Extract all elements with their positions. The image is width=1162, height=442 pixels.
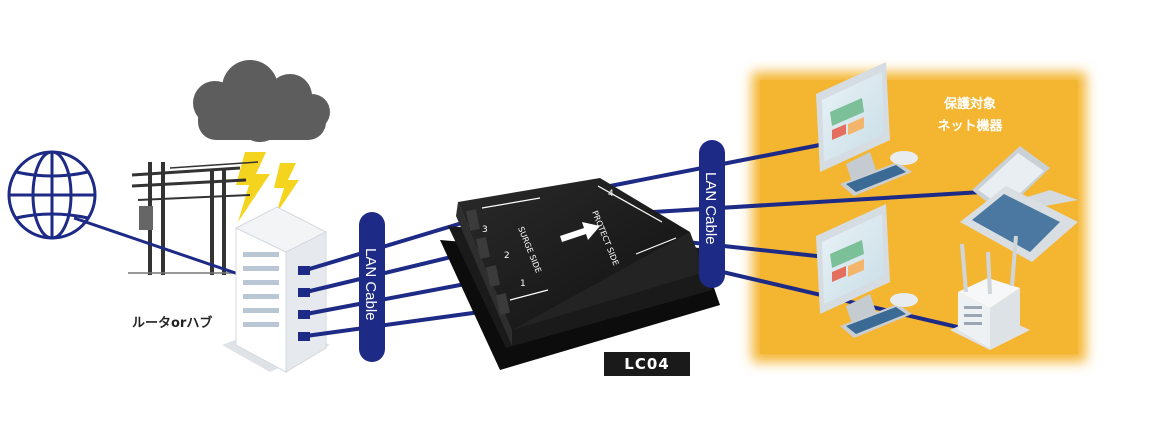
- laptop-icon: [960, 146, 1078, 262]
- globe-icon: [7, 150, 97, 240]
- port-3-label: 3: [482, 225, 488, 235]
- desktop-monitor-icon: [816, 204, 890, 324]
- router-label: ルータorハブ: [132, 316, 213, 331]
- internet-cable: [73, 216, 257, 282]
- lan-cable-left: LAN Cable: [359, 212, 385, 362]
- port-4-label: 4: [608, 189, 614, 199]
- lan-cable-right-label: LAN Cable: [702, 172, 719, 245]
- protected-area-title: 保護対象 ネット機器: [910, 94, 1030, 138]
- lightning-icon: [236, 152, 299, 222]
- lan-cable-left-label: LAN Cable: [362, 248, 379, 321]
- protected-area-title-line2: ネット機器: [937, 119, 1003, 134]
- keyboard-icon: [840, 162, 912, 196]
- router-icon: [222, 206, 330, 373]
- router-to-protector-cables: [305, 218, 481, 338]
- mouse-icon: [890, 151, 918, 165]
- model-tag: LC04: [604, 352, 690, 376]
- protected-area-title-line1: 保護対象: [943, 97, 996, 112]
- mouse-icon: [890, 293, 918, 307]
- port-1-label: 1: [520, 279, 526, 289]
- cloud-icon: [193, 60, 330, 142]
- desktop-monitor-icon: [816, 62, 890, 182]
- lan-cable-right: LAN Cable: [699, 140, 725, 288]
- surge-protector-device: [440, 178, 720, 370]
- keyboard-icon: [840, 304, 912, 338]
- port-2-label: 2: [504, 251, 510, 261]
- wifi-router-icon: [950, 235, 1030, 350]
